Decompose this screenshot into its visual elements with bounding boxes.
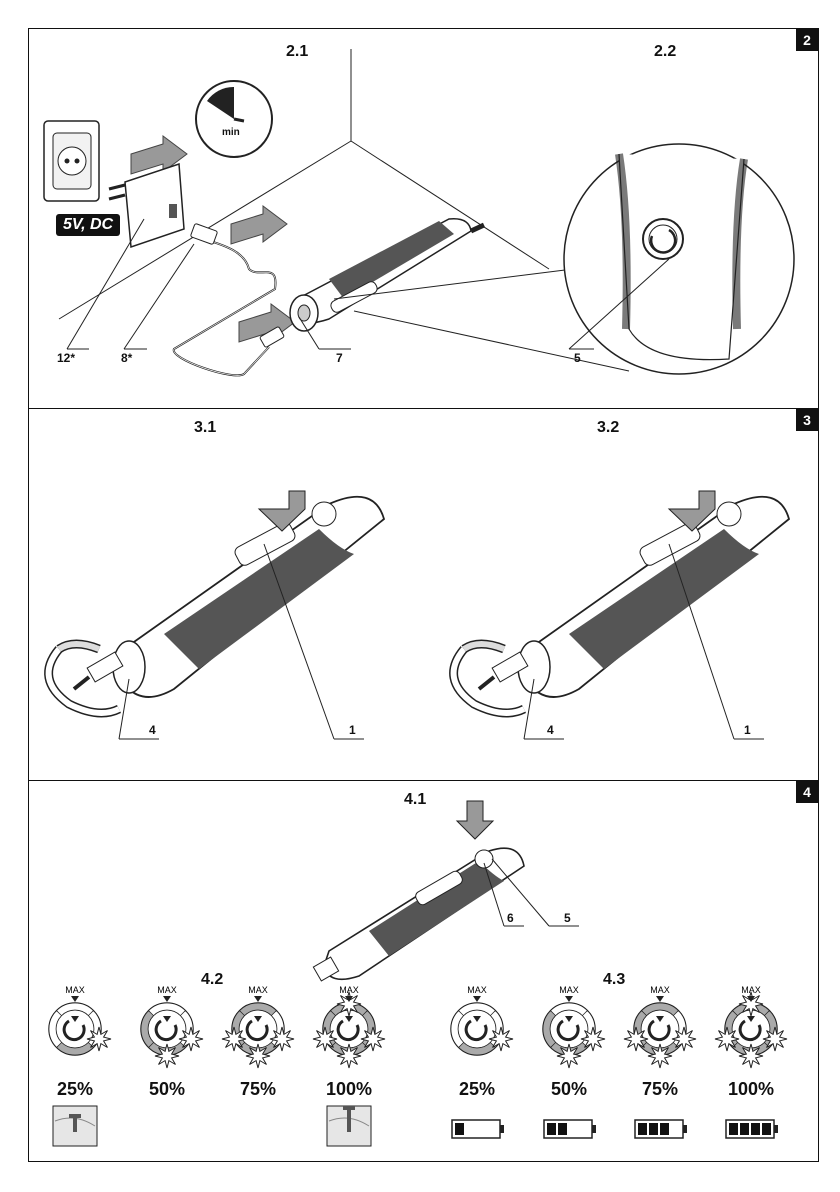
- dial-max-label: MAX: [65, 985, 85, 995]
- zoom-detail-circle: [564, 144, 794, 374]
- charging-scene: [29, 29, 820, 409]
- callout-8: 8*: [121, 351, 132, 365]
- torque-dial-4: MAX: [313, 985, 385, 1068]
- figure-3-panel: 3 3.1 3.2: [29, 409, 818, 781]
- battery-percent-4: 100%: [711, 1079, 791, 1100]
- callout-7: 7: [336, 351, 343, 365]
- battery-percent-3: 75%: [620, 1079, 700, 1100]
- torque-percent-4: 100%: [309, 1079, 389, 1100]
- callout-1-right: 1: [744, 723, 751, 737]
- battery-percent-1: 25%: [437, 1079, 517, 1100]
- usb-charger: [109, 164, 184, 247]
- dial-max-label: MAX: [559, 985, 579, 995]
- callout-6: 6: [507, 911, 514, 925]
- screw-plate-2: [327, 1106, 371, 1146]
- dial-max-label: MAX: [650, 985, 670, 995]
- battery-icons: [452, 1120, 778, 1138]
- figure-2-panel: 2 2.1 2.2: [29, 29, 818, 409]
- screwdriver-forward: [49, 491, 384, 713]
- callout-1-left: 1: [349, 723, 356, 737]
- torque-dial-2: MAX: [141, 985, 203, 1068]
- battery-percent-2: 50%: [529, 1079, 609, 1100]
- timer-icon: [196, 81, 272, 157]
- battery-dial-4: MAX: [715, 985, 787, 1068]
- screwdriver-reverse: [454, 491, 789, 713]
- battery-dial-1: MAX: [451, 985, 513, 1055]
- battery-icon-2: [544, 1120, 596, 1138]
- figure-frame: 2 2.1 2.2: [28, 28, 819, 1162]
- callout-5: 5: [574, 351, 581, 365]
- callout-12: 12*: [57, 351, 75, 365]
- battery-icon-4: [726, 1120, 778, 1138]
- battery-dial-2: MAX: [543, 985, 605, 1068]
- screw-plate-1: [53, 1106, 97, 1146]
- battery-dial-3: MAX: [624, 985, 696, 1068]
- battery-icon-3: [635, 1120, 687, 1138]
- wall-socket-icon: [44, 121, 99, 201]
- torque-dial-1: MAX: [49, 985, 111, 1055]
- level-scene: MAX MAX MAX MAX MAX MAX MAX MAX: [29, 781, 820, 1163]
- charger-spec-label: 5V, DC: [56, 214, 120, 236]
- callout-4-right: 4: [547, 723, 554, 737]
- level-dials: MAX MAX MAX MAX MAX MAX MAX MAX: [49, 985, 787, 1068]
- battery-icon-1: [452, 1120, 504, 1138]
- timer-unit-label: min: [222, 127, 240, 138]
- callout-4-left: 4: [149, 723, 156, 737]
- dial-max-label: MAX: [248, 985, 268, 995]
- torque-percent-3: 75%: [218, 1079, 298, 1100]
- torque-dial-3: MAX: [222, 985, 294, 1068]
- dial-max-label: MAX: [339, 985, 359, 995]
- screw-depth-plates: [53, 1106, 371, 1146]
- direction-scene: [29, 409, 820, 781]
- dial-max-label: MAX: [467, 985, 487, 995]
- dial-max-label: MAX: [157, 985, 177, 995]
- dial-max-label: MAX: [741, 985, 761, 995]
- callout-5: 5: [564, 911, 571, 925]
- torque-percent-2: 50%: [127, 1079, 207, 1100]
- torque-percent-1: 25%: [35, 1079, 115, 1100]
- screwdriver-charging: [290, 219, 484, 331]
